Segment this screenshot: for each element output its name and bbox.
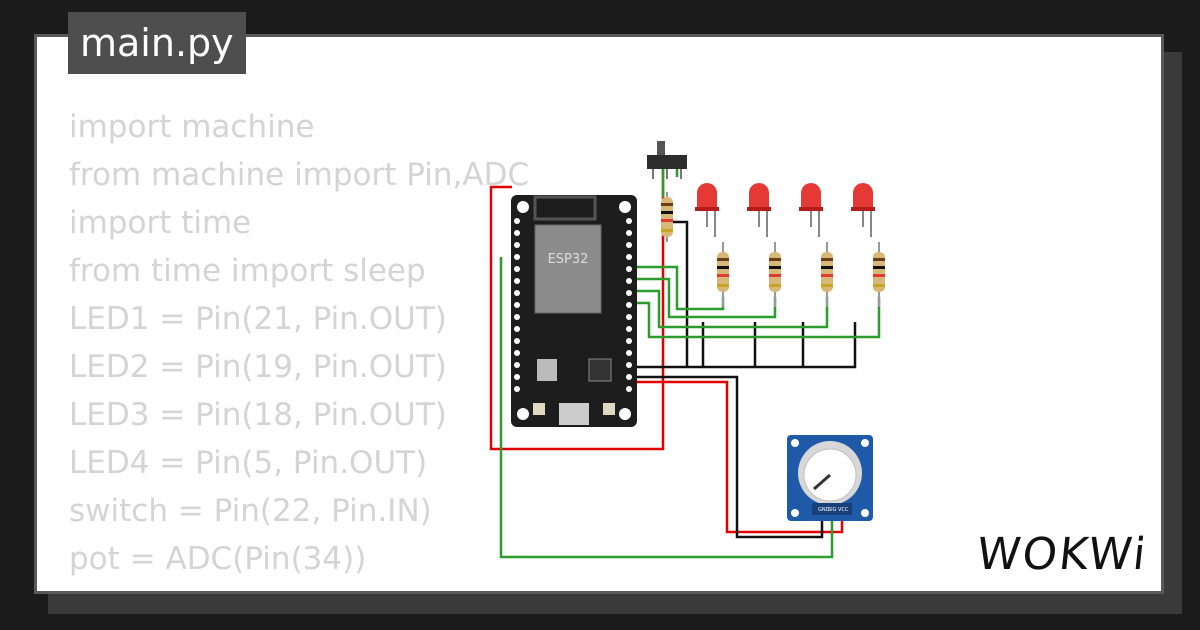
header-pin bbox=[514, 302, 520, 308]
header-pin bbox=[514, 374, 520, 380]
resistor-band bbox=[873, 284, 885, 287]
header-pin bbox=[514, 254, 520, 260]
file-tab-label: main.py bbox=[80, 21, 234, 65]
pot-pin-vcc: VCC bbox=[838, 507, 849, 513]
wokwi-logo: WOKWi bbox=[974, 529, 1150, 580]
header-pin bbox=[626, 230, 632, 236]
board-label: ESP32 bbox=[548, 252, 589, 267]
resistor-band bbox=[717, 266, 729, 269]
code-line: LED1 = Pin(21, Pin.OUT) bbox=[69, 301, 447, 337]
led-rim bbox=[799, 207, 823, 211]
header-pin bbox=[514, 314, 520, 320]
wire-signal bbox=[635, 297, 881, 339]
code-line: switch = Pin(22, Pin.IN) bbox=[69, 493, 432, 529]
resistor-body bbox=[769, 252, 781, 292]
esp32-pins bbox=[514, 218, 632, 392]
header-pin bbox=[514, 326, 520, 332]
header-pin bbox=[626, 266, 632, 272]
header-pin bbox=[514, 386, 520, 392]
circuit-diagram: ESP32 GND SIG VCC bbox=[489, 141, 885, 559]
code-line: import machine bbox=[69, 109, 315, 145]
red-led-icon bbox=[853, 183, 873, 209]
header-pin bbox=[514, 218, 520, 224]
resistor-band bbox=[873, 266, 885, 269]
resistor-band bbox=[821, 274, 833, 277]
code-line: import time bbox=[69, 205, 252, 241]
header-pin bbox=[626, 254, 632, 260]
resistor-band bbox=[769, 266, 781, 269]
header-pin bbox=[626, 278, 632, 284]
wire-signal bbox=[635, 289, 829, 329]
slide-switch[interactable] bbox=[647, 141, 687, 179]
code-line: from machine import Pin,ADC bbox=[69, 157, 530, 193]
wire-power bbox=[489, 169, 665, 451]
header-pin bbox=[626, 350, 632, 356]
header-pin bbox=[626, 338, 632, 344]
resistor-band bbox=[873, 258, 885, 261]
header-pin bbox=[514, 266, 520, 272]
code-line: from time import sleep bbox=[69, 253, 426, 289]
esp32-board[interactable]: ESP32 bbox=[511, 195, 637, 427]
resistor-body bbox=[873, 252, 885, 292]
resistor-band bbox=[821, 258, 833, 261]
header-pin bbox=[514, 278, 520, 284]
header-pin bbox=[514, 362, 520, 368]
potentiometer[interactable]: GND SIG VCC bbox=[787, 435, 873, 521]
pot-pin-sig: SIG bbox=[828, 507, 837, 513]
file-tab[interactable]: main.py bbox=[68, 12, 246, 74]
resistor-body bbox=[821, 252, 833, 292]
pot-pin-gnd: GND bbox=[818, 507, 830, 513]
led-rim bbox=[695, 207, 719, 211]
header-pin bbox=[626, 302, 632, 308]
led-rim bbox=[851, 207, 875, 211]
wire-signal bbox=[499, 257, 834, 559]
header-pin bbox=[626, 218, 632, 224]
header-pin bbox=[626, 362, 632, 368]
resistor-band bbox=[821, 266, 833, 269]
resistor-band bbox=[769, 258, 781, 261]
resistor-body bbox=[717, 252, 729, 292]
wire-power bbox=[635, 380, 844, 534]
red-led-icon bbox=[749, 183, 769, 209]
red-led-icon bbox=[697, 183, 717, 209]
project-preview-card: import machine from machine import Pin,A… bbox=[34, 34, 1164, 594]
code-line: pot = ADC(Pin(34)) bbox=[69, 541, 367, 577]
resistor-band bbox=[717, 274, 729, 277]
resistor-band bbox=[821, 284, 833, 287]
header-pin bbox=[626, 314, 632, 320]
header-pin bbox=[626, 326, 632, 332]
header-pin bbox=[626, 386, 632, 392]
wire-signal bbox=[635, 277, 777, 319]
header-pin bbox=[626, 374, 632, 380]
resistor-band bbox=[717, 284, 729, 287]
resistor bbox=[661, 192, 673, 242]
led-array bbox=[695, 183, 885, 307]
code-line: .ATTN_11DB) #Full range: 3.3v bbox=[209, 583, 727, 591]
wire-ground bbox=[667, 220, 689, 367]
resistor-band bbox=[873, 274, 885, 277]
header-pin bbox=[514, 350, 520, 356]
code-line: LED4 = Pin(5, Pin.OUT) bbox=[69, 445, 428, 481]
red-led-icon bbox=[801, 183, 821, 209]
code-listing: import machine from machine import Pin,A… bbox=[69, 103, 727, 591]
resistor-band bbox=[769, 274, 781, 277]
header-pin bbox=[514, 242, 520, 248]
header-pin bbox=[626, 242, 632, 248]
header-pin bbox=[514, 338, 520, 344]
header-pin bbox=[514, 230, 520, 236]
resistor-band bbox=[717, 258, 729, 261]
code-line: LED3 = Pin(18, Pin.OUT) bbox=[69, 397, 447, 433]
header-pin bbox=[514, 290, 520, 296]
resistor-band bbox=[769, 284, 781, 287]
led-rim bbox=[747, 207, 771, 211]
header-pin bbox=[626, 290, 632, 296]
wire-ground bbox=[635, 322, 857, 369]
wire-ground bbox=[635, 375, 824, 539]
code-line: LED2 = Pin(19, Pin.OUT) bbox=[69, 349, 447, 385]
